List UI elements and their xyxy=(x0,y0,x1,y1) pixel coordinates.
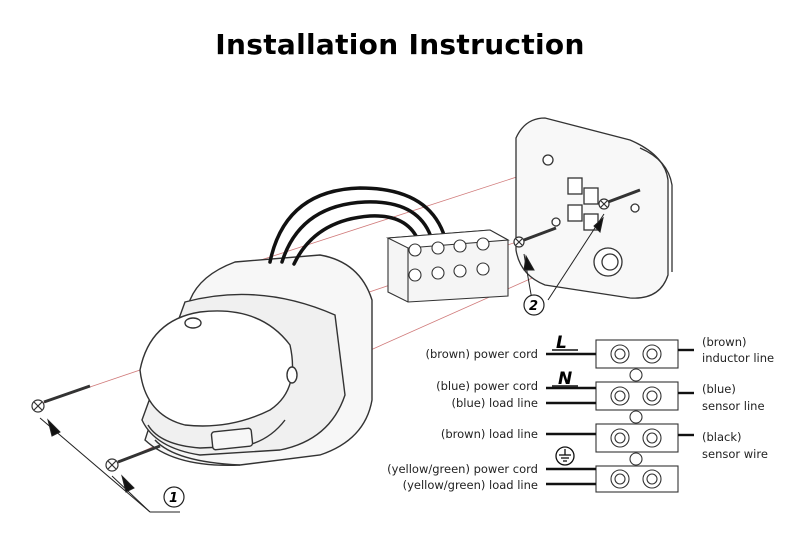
label-brown-load-line: (brown) load line xyxy=(441,427,538,441)
neutral-symbol: N xyxy=(558,369,572,389)
label-brown-power-cord: (brown) power cord xyxy=(425,347,538,361)
wiring-terminal-strip xyxy=(595,339,679,493)
label-blue-load-line: (blue) load line xyxy=(452,396,538,410)
mounting-plate xyxy=(515,117,673,299)
step-2-number: 2 xyxy=(529,299,538,314)
terminal-block xyxy=(385,229,510,303)
step-1-number: 1 xyxy=(169,491,178,506)
screw-left-bottom xyxy=(105,444,161,472)
label-blue-power-cord: (blue) power cord xyxy=(436,379,538,393)
earth-ground-icon xyxy=(555,446,575,466)
label-inductor-line: inductor line xyxy=(702,351,774,365)
screws xyxy=(31,188,641,472)
page-title: Installation Instruction xyxy=(215,28,585,61)
left-wire-labels: (brown) power cord (blue) power cord (bl… xyxy=(387,347,538,492)
label-yellow-green-power-cord: (yellow/green) power cord xyxy=(387,462,538,476)
screw-plate-right xyxy=(598,188,641,210)
cable-bundle xyxy=(268,186,447,266)
label-blue: (blue) xyxy=(702,382,736,396)
label-sensor-line: sensor line xyxy=(702,399,765,413)
label-yellow-green-load-line: (yellow/green) load line xyxy=(403,478,538,492)
screw-left-top xyxy=(31,384,91,413)
strip-wires xyxy=(546,348,694,486)
live-symbol: L xyxy=(556,333,567,353)
step-badge-1: 1 xyxy=(163,486,185,508)
label-sensor-wire: sensor wire xyxy=(702,447,768,461)
sensor-body xyxy=(139,254,373,466)
label-brown: (brown) xyxy=(702,335,746,349)
step-badge-2: 2 xyxy=(523,294,545,316)
screw-plate-left xyxy=(513,226,557,248)
right-wire-labels: (brown) inductor line (blue) sensor line… xyxy=(702,335,774,461)
label-black: (black) xyxy=(702,430,742,444)
terminal-screws xyxy=(610,344,662,489)
terminal-spacers xyxy=(629,368,643,466)
step-callouts xyxy=(39,213,605,513)
